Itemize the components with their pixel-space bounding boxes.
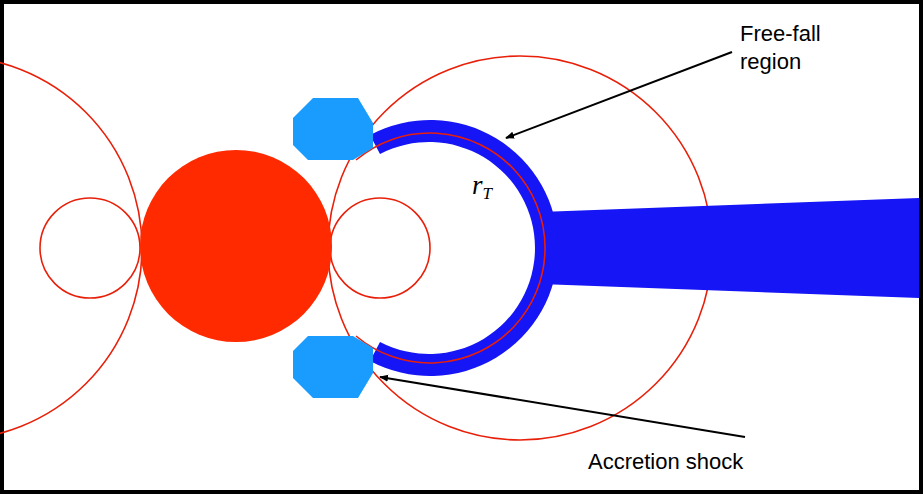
accretion-funnel <box>370 120 558 376</box>
star <box>140 150 332 342</box>
field-line <box>0 56 142 440</box>
accretion-shock <box>293 98 373 160</box>
callout-label: Free-fall region <box>740 20 870 76</box>
radius-label: rT <box>472 170 492 209</box>
field-line <box>356 133 545 363</box>
callout-label: Accretion shock <box>588 448 743 476</box>
field-line <box>40 198 140 298</box>
accretion-shock <box>293 336 373 398</box>
background <box>4 4 919 490</box>
leader-line <box>506 52 732 138</box>
leader-line <box>380 377 745 437</box>
accretion-disk <box>540 198 919 298</box>
field-line <box>330 198 430 298</box>
